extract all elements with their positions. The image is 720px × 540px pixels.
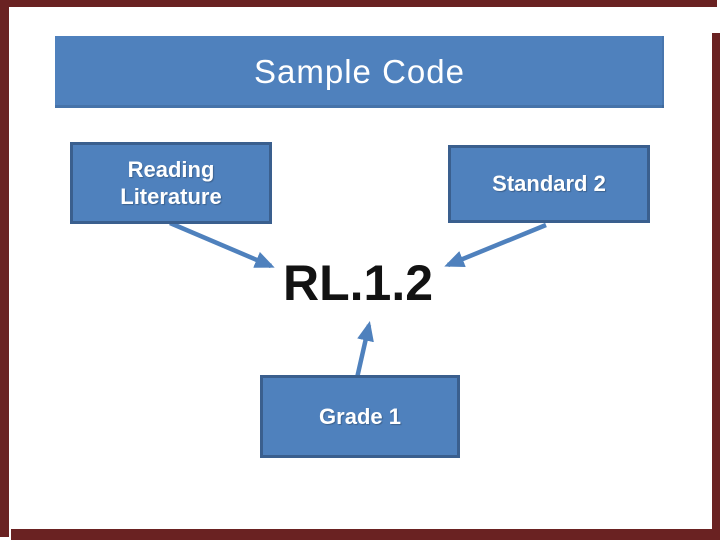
standard-2-label: Standard 2 bbox=[492, 171, 606, 196]
box-grade-1: Grade 1 bbox=[260, 375, 460, 458]
box-reading-literature: Reading Literature bbox=[70, 142, 272, 224]
reading-literature-label-line2: Literature bbox=[120, 184, 222, 209]
standards-code-text: RL.1.2 bbox=[282, 255, 434, 311]
grade-1-label: Grade 1 bbox=[319, 403, 401, 429]
box-standard-2: Standard 2 bbox=[448, 145, 650, 223]
reading-literature-label-line1: Reading bbox=[127, 157, 215, 182]
slide-title: Sample Code bbox=[254, 53, 465, 90]
title-banner: Sample Code bbox=[55, 36, 664, 108]
frame-bottom-bar bbox=[11, 529, 714, 540]
arrow-grade-1-to-code bbox=[354, 321, 374, 379]
frame-top-bar bbox=[7, 0, 717, 7]
frame-right-bar bbox=[712, 33, 720, 540]
frame-left-bar bbox=[0, 0, 9, 537]
